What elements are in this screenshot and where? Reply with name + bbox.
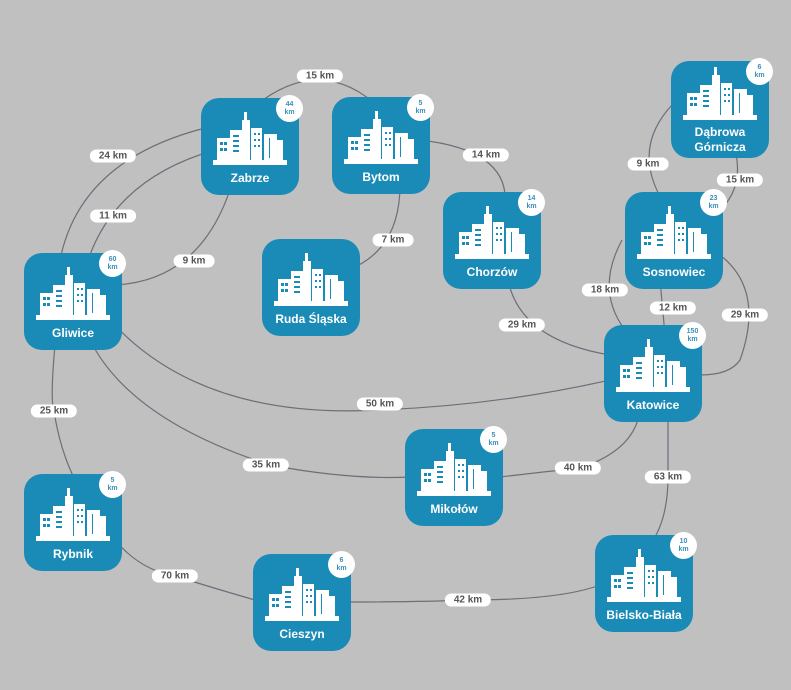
badge-unit: km <box>687 335 698 343</box>
city-name: Gliwice <box>51 326 95 340</box>
city-name: Bytom <box>362 170 400 184</box>
city-name: Bielsko-Biała <box>606 608 682 622</box>
city-buildings-icon <box>344 111 418 164</box>
badge-value: 44 <box>285 100 294 108</box>
badge-value: 6 <box>339 556 344 564</box>
badge-value: 5 <box>110 476 115 484</box>
edge-gliwice-zabrze <box>84 149 216 271</box>
edge-distance-label: 15 km <box>296 69 344 83</box>
city-buildings-icon <box>616 339 690 392</box>
city-node-ruda[interactable]: Ruda Śląska <box>262 239 360 336</box>
edge-distance-label: 29 km <box>721 308 769 322</box>
edge-distance-label: 14 km <box>462 148 510 162</box>
edge-distance-label: 9 km <box>173 254 215 268</box>
badge-unit: km <box>678 545 689 553</box>
edge-gliwice-zabrze <box>59 127 206 261</box>
edge-distance-label: 24 km <box>89 149 137 163</box>
badge-value: 60 <box>108 255 117 263</box>
edge-distance-label: 50 km <box>356 397 404 411</box>
edge-sosnowiec-katowice <box>699 254 750 376</box>
badge-value: 150 <box>686 327 699 335</box>
badge-value: 6 <box>757 63 762 71</box>
badge-unit: km <box>415 107 426 115</box>
edge-distance-label: 42 km <box>444 593 492 607</box>
city-buildings-icon <box>213 112 287 165</box>
city-buildings-icon <box>455 206 529 259</box>
edge-distance-label: 29 km <box>498 318 546 332</box>
badge-unit: km <box>107 484 118 492</box>
badge-value: 23 <box>709 194 718 202</box>
badge-unit: km <box>708 202 719 210</box>
edge-dabrowa-sosnowiec <box>648 104 673 206</box>
city-buildings-icon <box>274 253 348 306</box>
edge-distance-label: 12 km <box>649 301 697 315</box>
city-buildings-icon <box>607 549 681 602</box>
city-buildings-icon <box>683 67 757 120</box>
city-name: Mikołów <box>430 502 478 516</box>
badge-unit: km <box>107 263 118 271</box>
edge-distance-label: 18 km <box>581 283 629 297</box>
city-name: Rybnik <box>52 547 93 561</box>
city-name: Chorzów <box>466 265 518 279</box>
badge-unit: km <box>526 202 537 210</box>
city-name: Sosnowiec <box>642 265 706 279</box>
edge-distance-label: 35 km <box>242 458 290 472</box>
badge-value: 10 <box>679 537 688 545</box>
city-buildings-icon <box>36 488 110 541</box>
city-name: Cieszyn <box>279 627 325 641</box>
badge-unit: km <box>754 71 765 79</box>
city-name: Katowice <box>626 398 680 412</box>
badge-unit: km <box>488 439 499 447</box>
badge-unit: km <box>284 108 295 116</box>
edge-distance-label: 7 km <box>372 233 414 247</box>
badge-value: 14 <box>527 194 536 202</box>
city-buildings-icon <box>637 206 711 259</box>
edge-distance-label: 40 km <box>554 461 602 475</box>
badge-value: 5 <box>418 99 423 107</box>
city-name: Zabrze <box>230 171 270 185</box>
city-name: Dąbrowa Górnicza <box>694 125 746 154</box>
city-buildings-icon <box>265 568 339 621</box>
badge-unit: km <box>336 564 347 572</box>
city-buildings-icon <box>417 443 491 496</box>
edge-distance-label: 9 km <box>627 157 669 171</box>
edge-distance-label: 25 km <box>30 404 78 418</box>
edge-distance-label: 63 km <box>644 470 692 484</box>
badge-value: 5 <box>491 431 496 439</box>
city-buildings-icon <box>36 267 110 320</box>
city-name: Ruda Śląska <box>275 312 347 326</box>
edge-distance-label: 11 km <box>90 209 136 223</box>
edge-distance-label: 15 km <box>716 173 764 187</box>
edge-distance-label: 70 km <box>151 569 199 583</box>
